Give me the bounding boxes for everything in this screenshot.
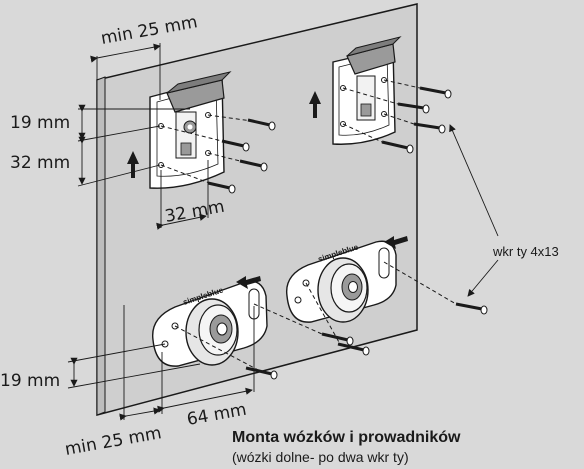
carriage-right: simpleblue bbox=[285, 240, 397, 323]
direction-arrows bbox=[127, 91, 408, 289]
screw-size-label: wkr ty 4x13 bbox=[493, 244, 559, 259]
left-arrow-icon bbox=[236, 276, 261, 289]
dim-top-min-25: min 25 mm bbox=[99, 12, 199, 49]
caption-title: Monta wózków i prowadników bbox=[232, 429, 461, 446]
screw-icon bbox=[413, 122, 446, 134]
dim-left-19: 19 mm bbox=[10, 113, 70, 133]
screw-icon bbox=[337, 342, 370, 356]
screw-icon bbox=[207, 181, 236, 194]
up-arrow-icon bbox=[127, 151, 139, 178]
screw-icon bbox=[245, 366, 278, 380]
screw-icon bbox=[247, 118, 276, 131]
up-arrow-icon bbox=[309, 91, 321, 118]
left-arrow-icon bbox=[384, 236, 408, 249]
screws bbox=[160, 79, 457, 373]
screw-icon bbox=[397, 102, 430, 114]
guide-bracket-right bbox=[332, 36, 402, 145]
dim-bottom-19: 19 mm bbox=[0, 371, 60, 391]
screw-icon bbox=[455, 302, 488, 315]
dimension-lines bbox=[67, 43, 499, 421]
guide-bracket-left bbox=[149, 71, 232, 189]
carriage-left: simpleblue bbox=[151, 280, 268, 367]
dim-bottom-64: 64 mm bbox=[185, 400, 248, 430]
screw-icon bbox=[381, 140, 414, 154]
dim-bottom-min-25: min 25 mm bbox=[63, 423, 163, 460]
panel-edge bbox=[96, 76, 106, 416]
screw-icon bbox=[221, 139, 250, 152]
screw-icon bbox=[419, 86, 452, 99]
screw-bodies bbox=[207, 86, 488, 380]
screw-icon bbox=[321, 332, 354, 346]
screw-icon bbox=[239, 159, 268, 172]
caption-subtitle: (wózki dolne- po dwa wkr ty) bbox=[232, 449, 409, 465]
dim-left-32: 32 mm bbox=[10, 153, 70, 173]
